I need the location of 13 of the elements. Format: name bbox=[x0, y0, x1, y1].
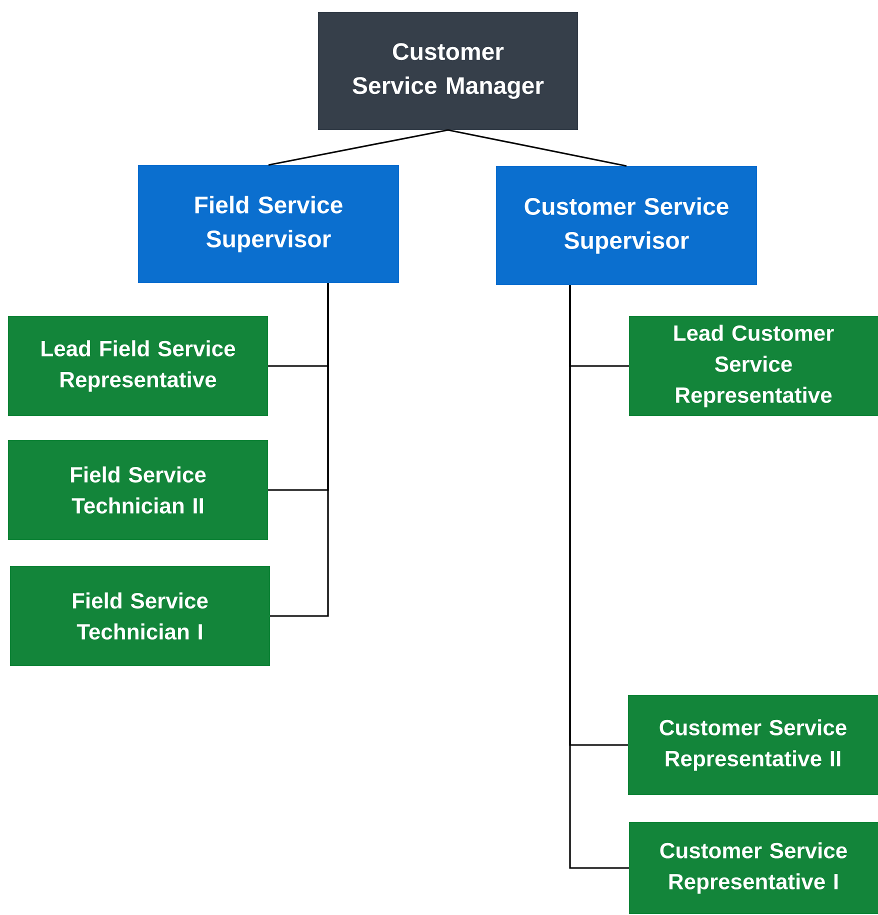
role-box: Field Service Technician I bbox=[10, 566, 270, 666]
role-box: Lead Field Service Representative bbox=[8, 316, 268, 416]
supervisor-box: Customer Service Supervisor bbox=[496, 166, 757, 285]
role-box: Customer Service Representative II bbox=[628, 695, 878, 795]
role-box: Customer Service Representative I bbox=[629, 822, 878, 914]
manager-box: Customer Service Manager bbox=[318, 12, 578, 130]
connector-line bbox=[569, 285, 629, 869]
role-box: Field Service Technician II bbox=[8, 440, 268, 540]
role-box: Lead Customer Service Representative bbox=[629, 316, 878, 416]
connector-line bbox=[270, 283, 329, 617]
connector-line bbox=[268, 129, 448, 166]
supervisor-box: Field Service Supervisor bbox=[138, 165, 399, 283]
connector-line bbox=[448, 129, 627, 167]
